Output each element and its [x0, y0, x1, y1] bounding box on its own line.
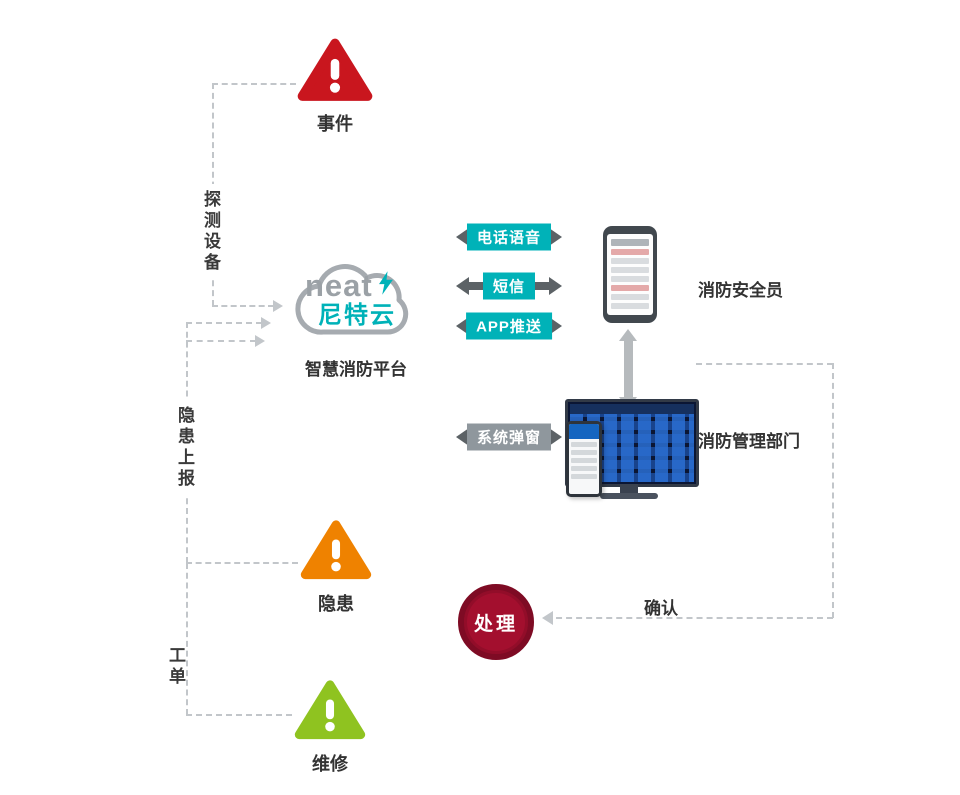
arrowhead-hazard-report-icon — [261, 317, 277, 329]
edge-label-confirm: 确认 — [644, 599, 678, 618]
connector-confirm-bottom — [546, 617, 833, 619]
channel-chip-system-popup: 系统弹窗 — [466, 423, 552, 451]
connector-event-to-cloud — [212, 305, 274, 307]
management-phone-icon — [566, 421, 602, 497]
arrowhead-work-order-icon — [255, 335, 271, 347]
hazard-warning-icon — [299, 516, 373, 582]
channel-chip-app-push: APP推送 — [466, 312, 552, 340]
lightning-bolt-icon — [379, 271, 394, 295]
monitor-base — [600, 493, 658, 499]
connector-repair-h — [186, 714, 292, 716]
connector-confirm-v — [832, 363, 834, 618]
arrow-officer-management — [619, 329, 637, 409]
edge-label-hazard-report: 隐患上报 — [175, 400, 194, 496]
connector-repair-v — [186, 563, 188, 715]
arrowhead-confirm-icon — [535, 611, 553, 625]
edge-label-detection: 探测设备 — [201, 184, 220, 280]
process-label: 处理 — [473, 613, 518, 635]
monitor-stand — [620, 484, 638, 493]
connector-hazard-to-cloud — [186, 322, 262, 324]
node-label-management: 消防管理部门 — [698, 432, 800, 451]
officer-phone-icon — [603, 226, 657, 323]
management-phone-screen — [569, 424, 599, 494]
node-label-hazard: 隐患 — [318, 594, 354, 614]
event-warning-icon — [296, 34, 374, 104]
brand-name-en: neat — [305, 268, 373, 303]
arrowhead-detection-icon — [273, 300, 289, 312]
repair-warning-icon — [293, 676, 367, 742]
node-label-safety-officer: 消防安全员 — [698, 281, 783, 300]
cloud-icon — [295, 264, 409, 335]
platform-label: 智慧消防平台 — [305, 360, 407, 379]
edge-label-work-order: 工单 — [166, 640, 185, 694]
brand-name-cn: 尼特云 — [318, 302, 396, 329]
connector-confirm-top — [696, 363, 833, 365]
officer-phone-screen — [607, 234, 653, 315]
channel-chip-sms: 短信 — [482, 272, 536, 300]
connector-hazard-h — [186, 562, 298, 564]
node-label-event: 事件 — [317, 114, 353, 134]
node-label-repair: 维修 — [312, 754, 348, 774]
connector-event-h — [212, 83, 296, 85]
process-node: 处理 — [458, 584, 534, 660]
channel-chip-phone-voice: 电话语音 — [466, 223, 552, 251]
connector-workorder-to-cloud — [186, 340, 256, 342]
